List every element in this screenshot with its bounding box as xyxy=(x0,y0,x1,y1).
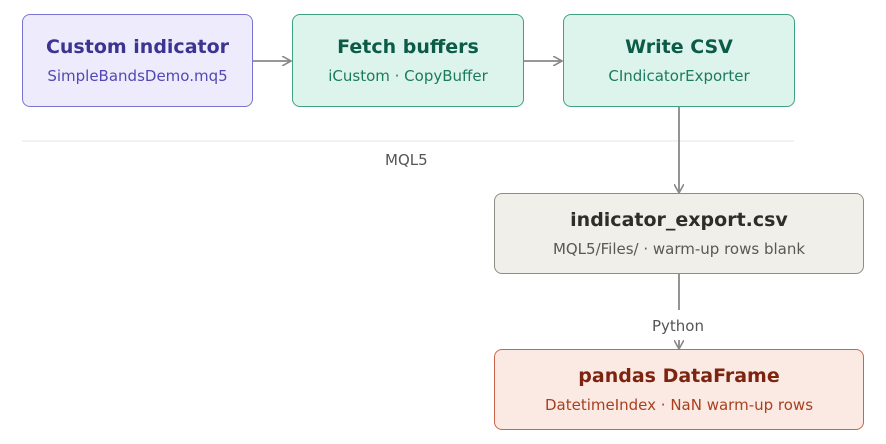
indicator-export-csv-node: indicator_export.csv MQL5/Files/ · warm-… xyxy=(494,193,864,274)
fetch-buffers-subtitle: iCustom · CopyBuffer xyxy=(328,67,488,85)
pandas-dataframe-subtitle: DatetimeIndex · NaN warm-up rows xyxy=(544,396,814,414)
pandas-dataframe-title: pandas DataFrame xyxy=(578,365,780,387)
mql5-section-label: MQL5 xyxy=(385,151,428,169)
fetch-buffers-title: Fetch buffers xyxy=(337,36,479,58)
custom-indicator-node: Custom indicator SimpleBandsDemo.mq5 xyxy=(22,14,253,107)
custom-indicator-subtitle: SimpleBandsDemo.mq5 xyxy=(47,67,228,85)
custom-indicator-title: Custom indicator xyxy=(45,36,230,58)
indicator-export-csv-title: indicator_export.csv xyxy=(570,209,788,231)
write-csv-subtitle: CIndicatorExporter xyxy=(608,67,750,85)
fetch-buffers-node: Fetch buffers iCustom · CopyBuffer xyxy=(292,14,524,107)
indicator-export-csv-subtitle: MQL5/Files/ · warm-up rows blank xyxy=(552,240,806,258)
write-csv-title: Write CSV xyxy=(625,36,733,58)
python-edge-label: Python xyxy=(652,317,704,335)
write-csv-node: Write CSV CIndicatorExporter xyxy=(563,14,795,107)
pandas-dataframe-node: pandas DataFrame DatetimeIndex · NaN war… xyxy=(494,349,864,430)
